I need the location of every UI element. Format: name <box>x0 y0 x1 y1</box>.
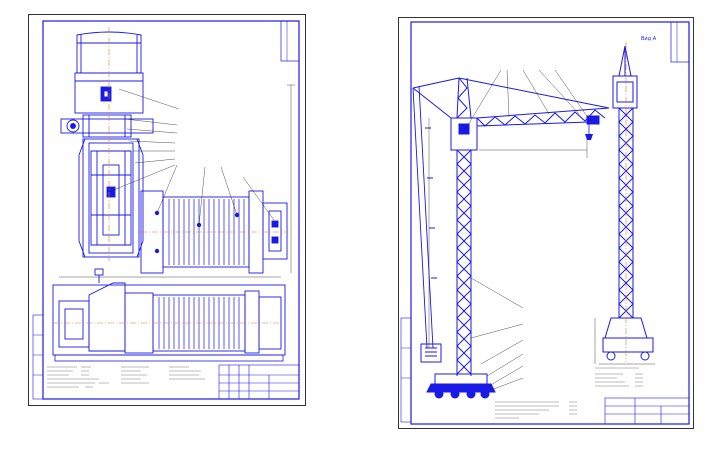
spec-notes-area <box>47 366 205 388</box>
title-block <box>604 397 690 425</box>
view-label: Вид А <box>641 36 657 42</box>
gearbox-frame <box>78 138 144 258</box>
crane-cab <box>450 117 478 151</box>
winch-drawing <box>32 20 300 400</box>
hook <box>585 134 593 140</box>
crane-tower <box>456 149 472 376</box>
leader-lines <box>110 88 275 226</box>
crane-drawing: Вид А <box>400 21 690 425</box>
binding-strip <box>32 314 44 400</box>
binding-strip <box>400 317 412 423</box>
title-block <box>218 364 300 400</box>
right-drawing-sheet: Вид А <box>398 17 694 429</box>
crane-base <box>420 343 496 399</box>
mast-head <box>412 77 472 119</box>
corner-stamp <box>280 20 300 62</box>
inner-frame <box>410 21 690 425</box>
base-skid <box>54 354 284 362</box>
coupling <box>60 114 154 138</box>
spec-notes-area <box>495 367 643 419</box>
erection-strut <box>412 85 437 349</box>
crane-front-view <box>602 45 654 361</box>
left-drawing-sheet <box>28 14 306 406</box>
crane-jib <box>458 77 610 127</box>
inner-frame <box>42 20 300 400</box>
leader-lines <box>464 69 592 391</box>
corner-stamp <box>670 21 690 63</box>
